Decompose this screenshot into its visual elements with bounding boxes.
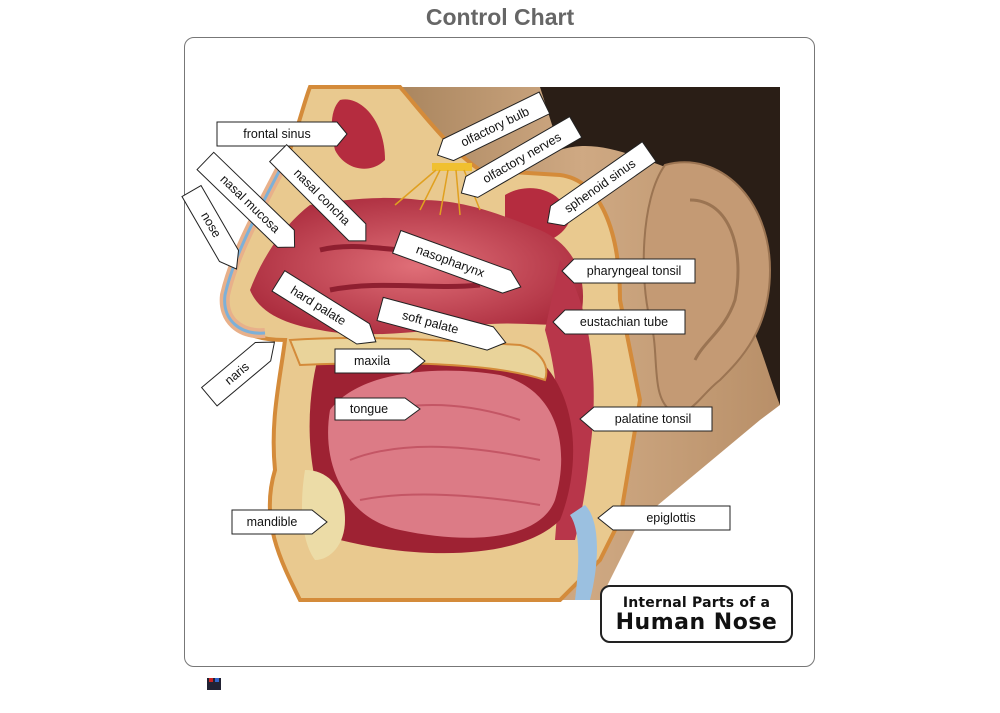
diagram-frame xyxy=(184,37,815,667)
label-text: mandible xyxy=(247,515,298,529)
label-soft-palate: soft palate xyxy=(376,296,507,351)
label-eustachian-tube: eustachian tube xyxy=(552,309,686,335)
label-text: nasal mucosa xyxy=(217,172,282,236)
label-nasopharynx: nasopharynx xyxy=(391,229,522,294)
epiglottis-shape xyxy=(570,505,597,600)
label-mandible: mandible xyxy=(231,509,328,535)
label-text: epiglottis xyxy=(646,511,695,525)
page-title: Control Chart xyxy=(425,4,575,30)
olfactory-bulb xyxy=(432,163,472,171)
label-text: sphenoid sinus xyxy=(562,156,638,215)
caption-line-1: Internal Parts of a xyxy=(622,595,771,611)
label-text: pharyngeal tonsil xyxy=(587,264,682,278)
label-frontal-sinus: frontal sinus xyxy=(216,121,348,147)
caption-line-2: Human Nose xyxy=(615,610,778,635)
diagram-caption: Internal Parts of a Human Nose xyxy=(600,585,793,643)
label-text: tongue xyxy=(350,402,388,416)
label-hard-palate: hard palate xyxy=(271,269,377,345)
label-text: maxila xyxy=(354,354,390,368)
label-pharyngeal-tonsil: pharyngeal tonsil xyxy=(561,258,696,284)
label-naris: naris xyxy=(200,341,276,407)
ear xyxy=(642,161,772,414)
label-text: frontal sinus xyxy=(243,127,310,141)
label-epiglottis: epiglottis xyxy=(597,505,731,531)
brand-logo xyxy=(207,678,221,690)
label-sphenoid-sinus: sphenoid sinus xyxy=(546,141,657,227)
nasal-cavity xyxy=(250,197,584,335)
hair xyxy=(540,87,780,405)
label-palatine-tonsil: palatine tonsil xyxy=(579,406,713,432)
label-text: palatine tonsil xyxy=(615,412,691,426)
mandible-bone xyxy=(302,470,345,560)
frontal-sinus xyxy=(331,99,385,169)
label-tongue: tongue xyxy=(334,397,421,421)
label-text: eustachian tube xyxy=(580,315,668,329)
label-text: nasal concha xyxy=(291,166,353,228)
label-maxila: maxila xyxy=(334,348,426,374)
